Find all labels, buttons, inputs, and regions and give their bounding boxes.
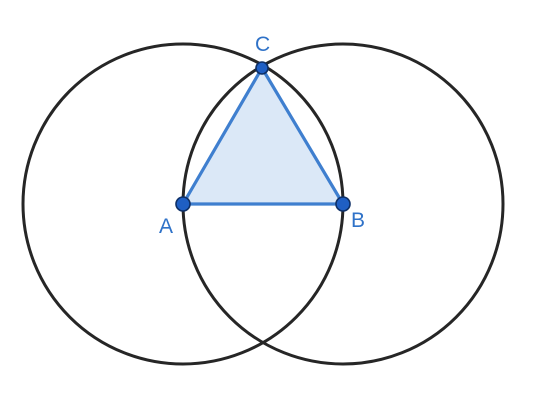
triangle-abc-fill	[183, 68, 343, 204]
segment-bc	[260, 66, 345, 206]
label-a: A	[159, 215, 173, 238]
segment-ca	[181, 66, 264, 206]
point-b[interactable]	[335, 196, 351, 212]
label-b: B	[351, 209, 365, 232]
point-a[interactable]	[175, 196, 191, 212]
point-c[interactable]	[255, 61, 269, 75]
label-c: C	[255, 33, 270, 56]
